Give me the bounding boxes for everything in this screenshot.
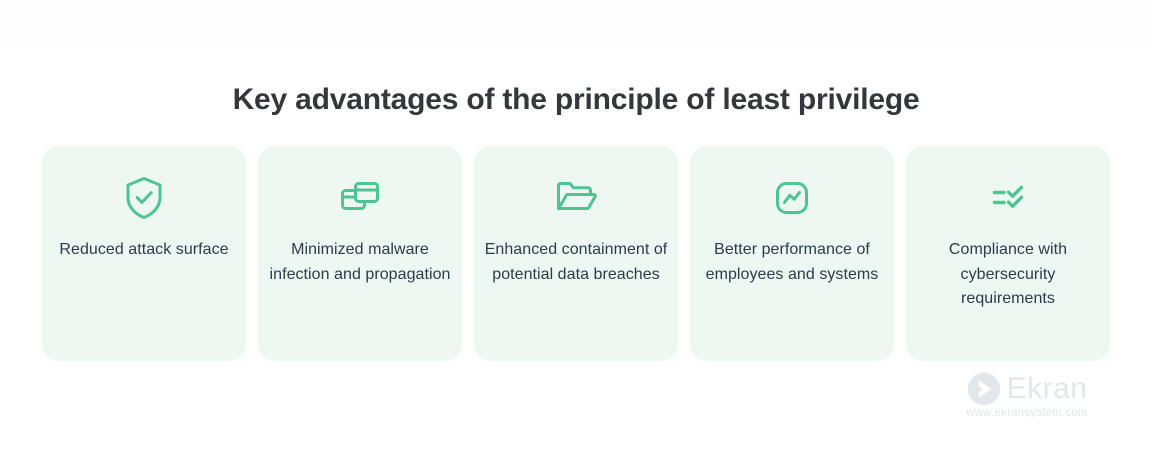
- overlapping-windows-icon: [332, 170, 388, 226]
- advantage-card-better-performance: Better performance of employees and syst…: [690, 146, 894, 361]
- watermark-logo-row: Ekran: [967, 372, 1088, 406]
- advantage-card-label: Minimized malware infection and propagat…: [269, 241, 451, 283]
- shield-check-icon: [116, 170, 172, 226]
- advantage-card-reduced-attack-surface: Reduced attack surface: [42, 146, 246, 361]
- ekran-chevron-logo-icon: [967, 372, 1001, 406]
- page-title: Key advantages of the principle of least…: [232, 83, 920, 116]
- watermark-url: www.ekransystem.com: [966, 407, 1088, 419]
- watermark-brand: Ekran: [1006, 372, 1088, 405]
- advantage-card-label: Reduced attack surface: [59, 241, 229, 258]
- advantage-card-label: Compliance with cybersecurity requiremen…: [948, 241, 1068, 307]
- advantage-card-minimized-malware: Minimized malware infection and propagat…: [258, 146, 462, 361]
- advantage-card-enhanced-containment: Enhanced containment of potential data b…: [474, 146, 678, 361]
- advantages-card-row: Reduced attack surface Minimized malware…: [42, 146, 1110, 361]
- activity-trend-icon: [764, 170, 820, 226]
- advantage-card-compliance: Compliance with cybersecurity requiremen…: [906, 146, 1110, 361]
- open-folder-icon: [548, 170, 604, 226]
- advantage-card-label: Better performance of employees and syst…: [705, 241, 879, 283]
- advantage-card-label: Enhanced containment of potential data b…: [484, 241, 668, 283]
- checklist-icon: [980, 170, 1036, 226]
- watermark: Ekran www.ekransystem.com: [952, 372, 1102, 420]
